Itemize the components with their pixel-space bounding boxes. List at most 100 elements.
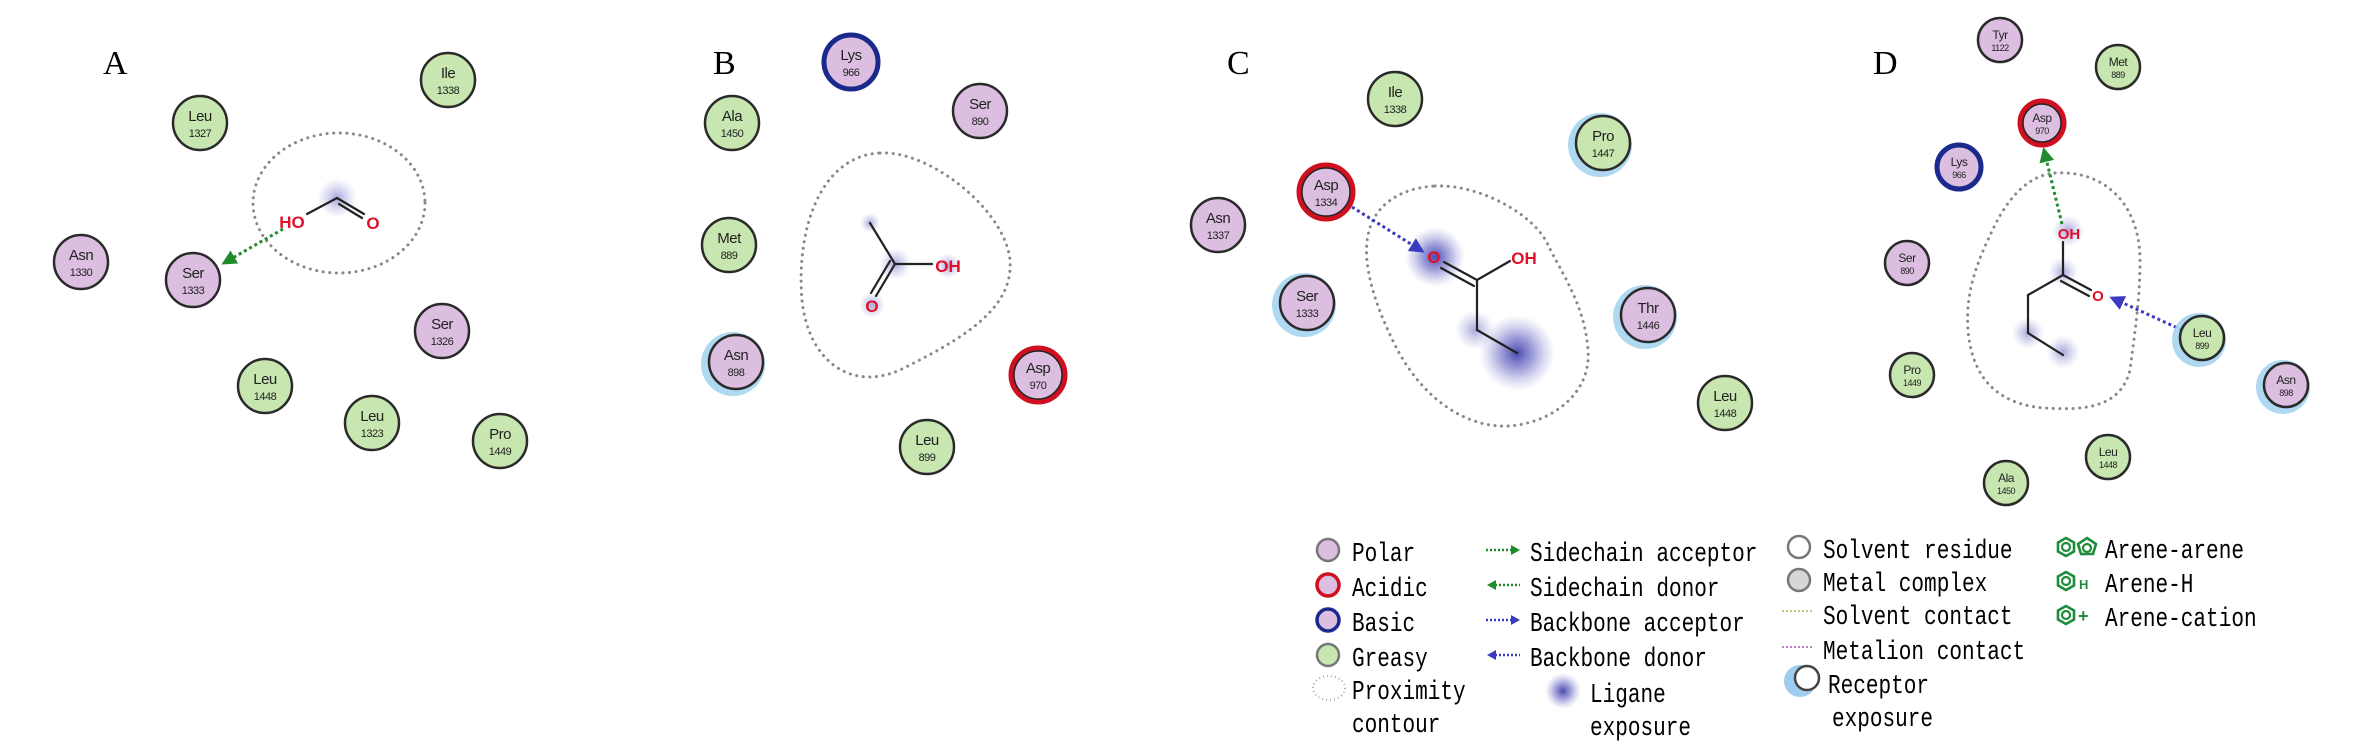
residue-circle	[1366, 70, 1424, 128]
residue-number: 1337	[1207, 230, 1230, 242]
legend-item-greasy: Greasy	[1315, 642, 1428, 675]
legend-item-backbone-donor: Backbone donor	[1487, 645, 1707, 675]
residue-number: 966	[1952, 170, 1966, 180]
residue-circle	[419, 51, 477, 109]
residue-name: Met	[2109, 55, 2129, 69]
residue-number: 890	[1900, 266, 1914, 276]
residue-number: 1327	[189, 128, 212, 140]
legend-label: exposure	[1832, 705, 1933, 735]
residue-number: 898	[2279, 388, 2293, 398]
legend-label: Arene-H	[2105, 571, 2193, 601]
legend-item-sidechain-acceptor: Sidechain acceptor	[1486, 540, 1757, 570]
bond	[305, 196, 339, 216]
residue-number: 1446	[1637, 320, 1660, 332]
residue-name: Ile	[1388, 84, 1403, 101]
residue-circle	[171, 94, 229, 152]
legend-label: Proximity	[1352, 678, 1466, 708]
residue-name: Asn	[2276, 373, 2295, 387]
legend-label: Backbone donor	[1530, 645, 1707, 675]
residue-number: 1448	[254, 391, 277, 403]
atom-o: O	[366, 214, 379, 233]
residue-number: 966	[843, 67, 860, 79]
legend-label: Greasy	[1352, 645, 1428, 675]
ligand-exposure-halo	[2052, 215, 2084, 247]
residue-ile-1338: Ile 1338	[1366, 70, 1424, 128]
residue-number: 1450	[1997, 486, 2016, 496]
bond	[1442, 260, 1479, 282]
residue-number: 970	[1030, 380, 1047, 392]
residue-number: 1448	[2099, 460, 2118, 470]
residue-thr-1446: Thr 1446	[1613, 285, 1677, 349]
legend-label: Basic	[1352, 610, 1415, 640]
residue-name: Leu	[1713, 388, 1737, 405]
residue-name: Ser	[1898, 251, 1916, 265]
bond	[2026, 331, 2065, 357]
residue-inner-ring	[2022, 103, 2062, 143]
sidechain-donor-arrow	[221, 227, 284, 265]
residue-circle	[1976, 16, 2024, 64]
legend-item-arene-h: H Arene-H	[2056, 570, 2193, 601]
residue-name: Thr	[1638, 300, 1660, 317]
ligand-b: OH O	[799, 151, 1012, 379]
legend-label: Metal complex	[1823, 570, 1987, 600]
residue-circle	[1278, 274, 1336, 332]
residue-name: Ile	[441, 65, 456, 82]
residue-circle	[1619, 286, 1677, 344]
proximity-contour	[1365, 184, 1590, 428]
residue-number: 1338	[1384, 104, 1407, 116]
residue-number: 1447	[1592, 148, 1615, 160]
residue-circle	[700, 216, 758, 274]
receptor-exposure-icon	[1793, 664, 1821, 692]
residue-number: 1122	[1991, 43, 2009, 53]
residue-name: Asn	[1206, 210, 1231, 227]
arene-arene-icon	[2056, 536, 2098, 558]
legend-item-acidic: Acidic	[1315, 572, 1428, 605]
residue-circle	[1008, 345, 1068, 405]
arrowhead	[1487, 650, 1496, 660]
residue-name: Lys	[840, 47, 861, 64]
residue-number: 1330	[70, 267, 93, 279]
residue-circle	[413, 302, 471, 360]
residue-number: 1333	[1296, 308, 1319, 320]
residue-number: 1448	[1714, 408, 1737, 420]
residue-name: Ala	[1998, 471, 2015, 485]
proximity-contour	[1966, 171, 2142, 411]
legend-item-arene-cation: + Arene-cation	[2056, 604, 2257, 635]
residue-name: Ser	[431, 316, 453, 333]
bond	[337, 202, 364, 220]
residue-number: 889	[2111, 70, 2125, 80]
legend-label: Solvent contact	[1823, 603, 2013, 633]
legend-label: Acidic	[1352, 575, 1428, 605]
residue-inner-ring	[1013, 350, 1063, 400]
residue-circle	[164, 251, 222, 309]
ligand-d: OH O	[1966, 147, 2183, 411]
bond	[868, 221, 897, 266]
legend-label: Sidechain acceptor	[1530, 540, 1757, 570]
residue-circle	[1574, 114, 1632, 172]
panel-d: D	[1873, 45, 1898, 82]
residue-number: 1449	[489, 446, 512, 458]
arene-cation-icon: +	[2056, 604, 2089, 626]
legend-item-receptor-exposure: Receptor exposure	[1784, 664, 1933, 735]
residue-name: Ser	[1296, 288, 1318, 305]
legend-label: Polar	[1352, 540, 1415, 570]
ligand-exposure-halo	[935, 253, 961, 279]
residue-circle	[52, 233, 110, 291]
residue-name: Asn	[724, 347, 749, 364]
sidechain-acceptor-arrow	[2039, 147, 2064, 225]
